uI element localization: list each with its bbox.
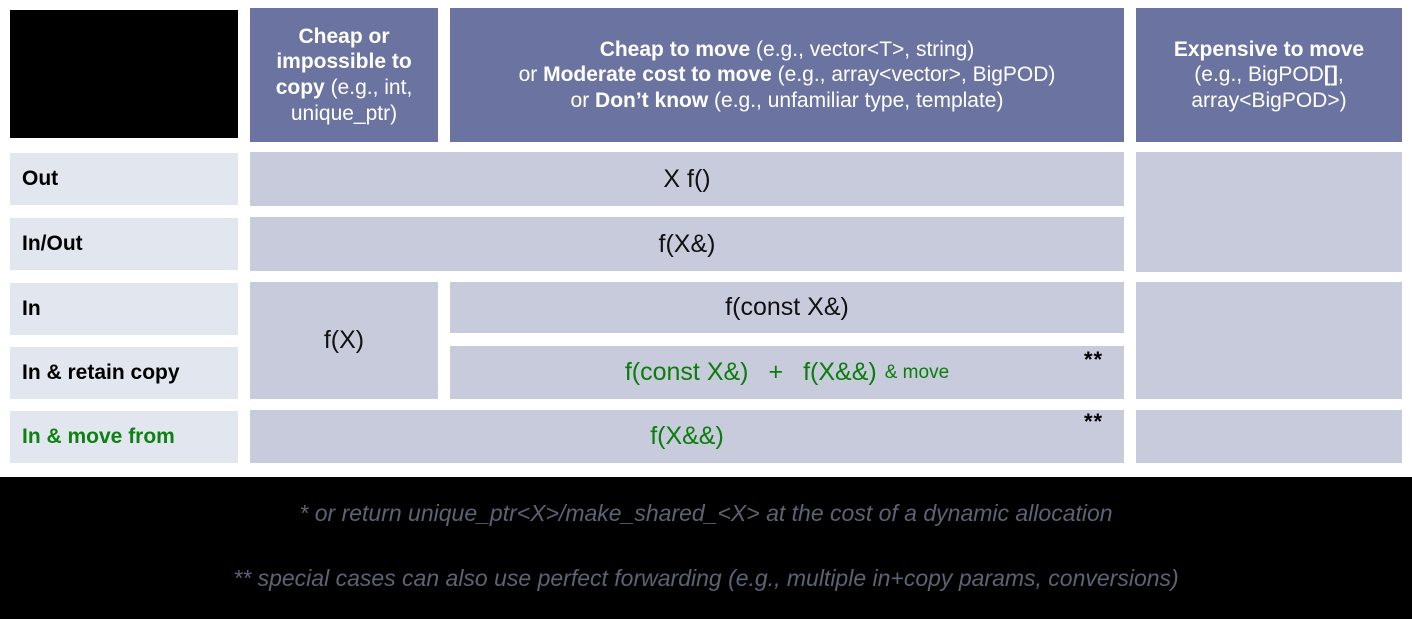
header-col2-line2-bold: Moderate cost to move <box>543 63 772 87</box>
header-col3-line1: Expensive to move <box>1173 37 1365 61</box>
cell-move-from-expensive-empty <box>1136 410 1402 463</box>
header-cheap-or-impossible-to-copy: Cheap or impossible to copy (e.g., int, … <box>250 8 438 142</box>
header-col2-line3-rest: (e.g., unfamiliar type, template) <box>708 88 1004 112</box>
cell-retain-copy-plus: + <box>768 358 784 386</box>
row-label-in: In <box>10 283 238 335</box>
footnote-two: ** special cases can also use perfect fo… <box>233 565 1179 591</box>
header-col2-line3-pre: or <box>570 88 596 112</box>
cell-in-expensive-empty <box>1136 282 1402 399</box>
marker-retain-copy-double-asterisk: ** <box>1084 347 1104 372</box>
cell-retain-copy-rvalue-ref: f(X&&) <box>803 358 877 386</box>
row-label-in-out: In/Out <box>10 218 238 270</box>
header-col2-line3-bold: Don’t know <box>595 88 709 112</box>
header-col2-line2-rest: (e.g., array<vector>, BigPOD) <box>771 63 1056 87</box>
cell-in-and-retain-f-x: f(X) <box>250 282 438 399</box>
footnote-band <box>0 477 1412 619</box>
header-col3-line3: array<BigPOD>) <box>1191 88 1347 112</box>
header-col1-line2: impossible to <box>276 50 412 74</box>
header-expensive-to-move: Expensive to move (e.g., BigPOD[], array… <box>1136 8 1402 142</box>
header-cheap-moderate-dontknow: Cheap to move (e.g., vector<T>, string) … <box>450 8 1124 142</box>
footnote-one: * or return unique_ptr<X>/make_shared_<X… <box>299 500 1113 526</box>
cell-retain-copy-and-move: & move <box>884 361 950 383</box>
header-col1-line3: copy <box>275 76 325 99</box>
cell-move-from-f-rvalue: f(X&&) <box>250 410 1124 463</box>
header-col3-line2-tail: , <box>1337 63 1344 87</box>
header-col2-line2-pre: or <box>518 63 544 87</box>
row-label-out: Out <box>10 153 238 205</box>
cell-out-expensive-empty <box>1136 152 1402 272</box>
row-label-in-retain-copy: In & retain copy <box>10 347 238 399</box>
header-col2-line1-bold: Cheap to move <box>599 37 751 61</box>
header-col2-line1-rest: (e.g., vector<T>, string) <box>750 37 975 61</box>
corner-blank-cell <box>10 10 238 138</box>
header-col1-line3-rest: (e.g., int, <box>324 76 413 99</box>
header-col3-line2-bold-tail: [] <box>1323 63 1338 87</box>
marker-move-from-double-asterisk: ** <box>1084 409 1104 434</box>
cell-inout-f-xref: f(X&) <box>250 217 1124 271</box>
cell-retain-copy-const-ref: f(const X&) <box>624 358 749 386</box>
header-col1-line4: unique_ptr) <box>290 101 398 125</box>
cell-out-x-f: X f() <box>250 152 1124 206</box>
header-col3-line2: (e.g., BigPOD <box>1194 63 1324 87</box>
header-col1-line1: Cheap or <box>298 24 390 48</box>
row-label-in-move-from: In & move from <box>10 411 238 463</box>
cell-in-f-const-xref: f(const X&) <box>450 282 1124 333</box>
cell-retain-copy-overloads: f(const X&) + f(X&&) & move <box>450 346 1124 399</box>
